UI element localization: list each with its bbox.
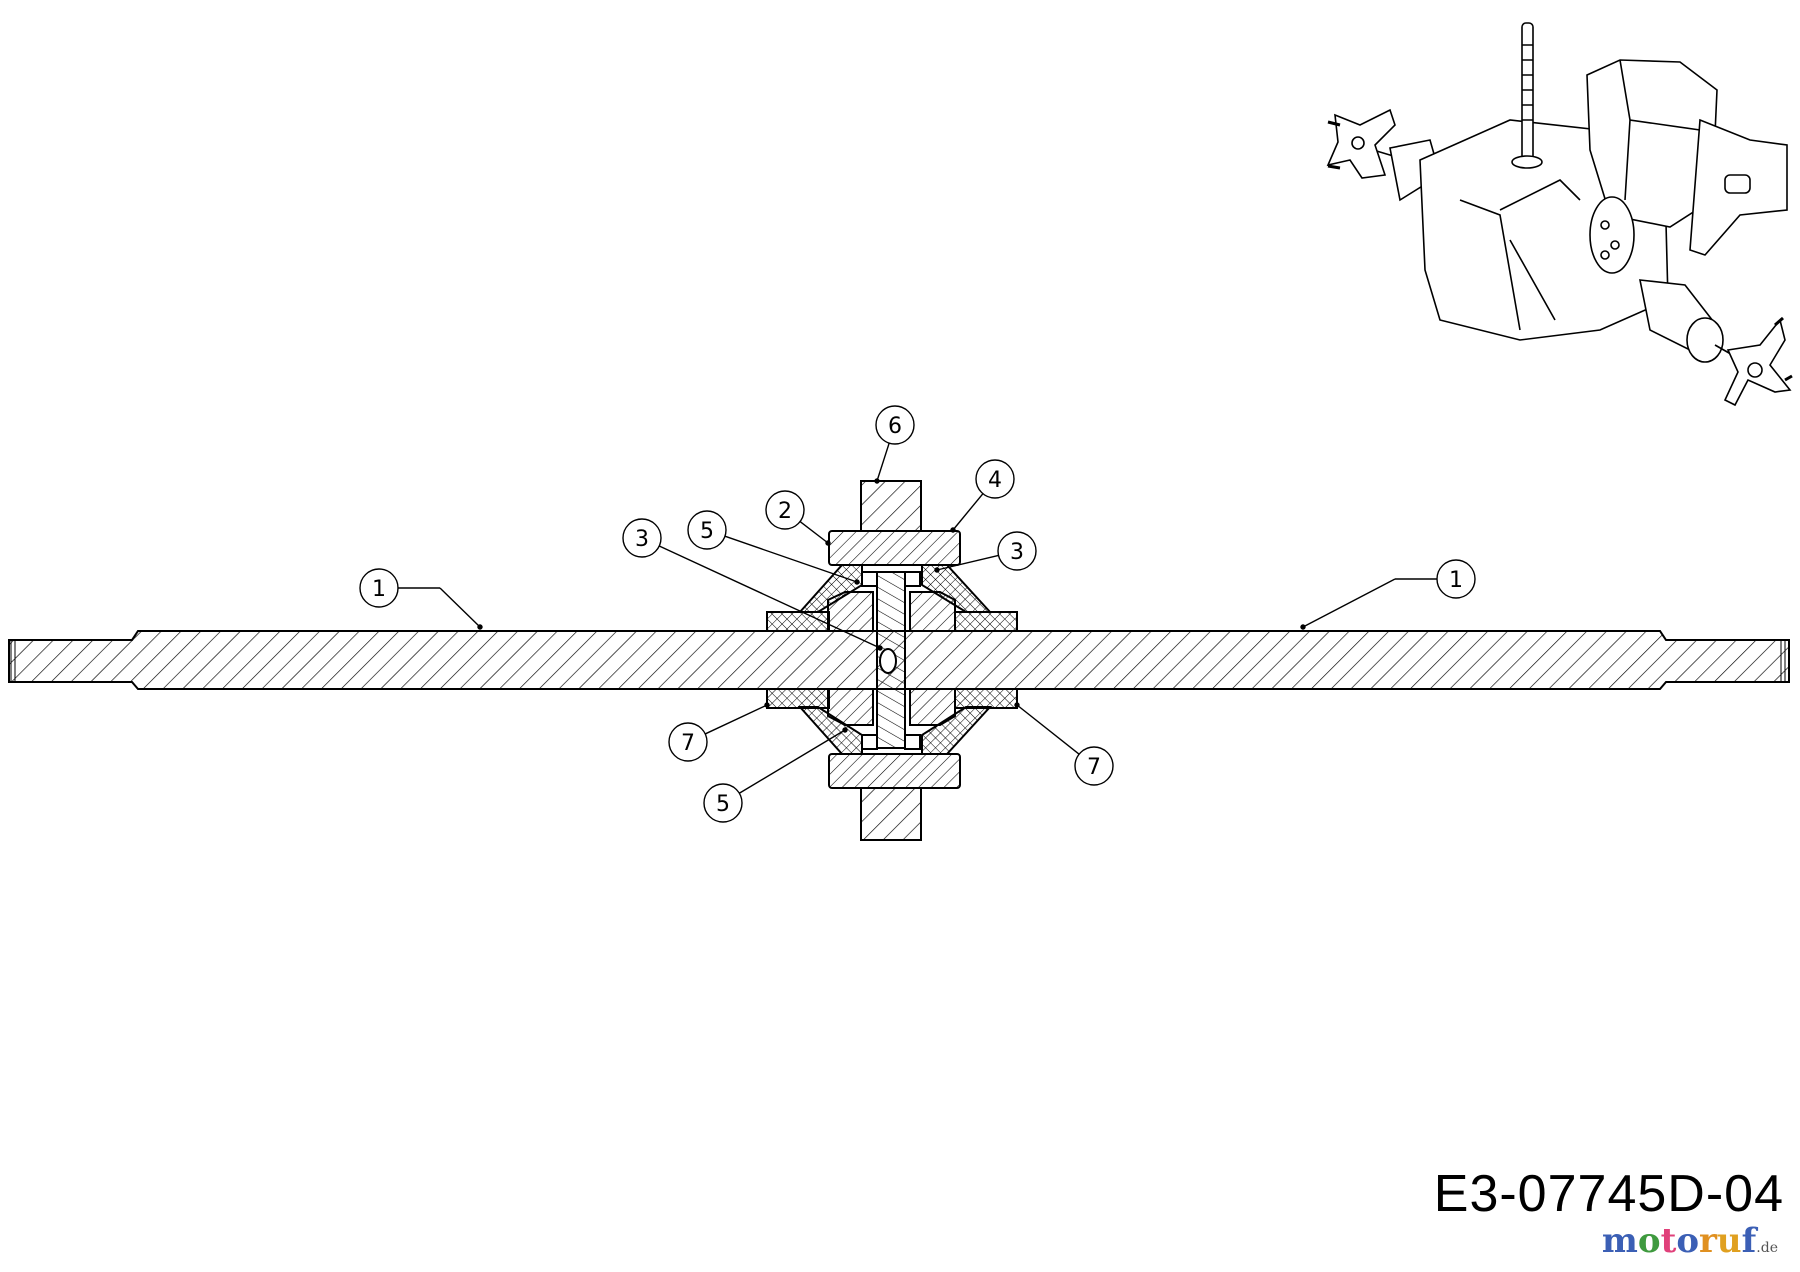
callout-number: 3: [635, 527, 649, 552]
ring-gear-top: [828, 530, 961, 566]
leader-line: [1016, 704, 1080, 755]
leader-line: [952, 493, 984, 531]
right-hub-flange: [1723, 318, 1792, 407]
callout-number: 2: [778, 499, 792, 524]
callout-circle: [622, 518, 662, 558]
callout-circle: [997, 531, 1037, 571]
transaxle-thumbnail: [1326, 22, 1793, 407]
callout-c5l: 5: [703, 727, 848, 823]
callout-c3r: 3: [934, 531, 1037, 573]
callout-circle: [975, 459, 1015, 499]
side-gear-left: [827, 591, 874, 632]
callout-circle: [875, 405, 915, 445]
watermark-letter: u: [1716, 1221, 1742, 1261]
callouts: 1 1 6 2 4 5 3 3 7 7 5: [359, 405, 1476, 823]
washer-top-left: [766, 611, 830, 632]
callout-c7r: 7: [1014, 702, 1114, 786]
washer-bottom-left: [766, 688, 830, 709]
shift-rod: [1521, 22, 1534, 164]
pinion-shaft-top: [860, 480, 922, 532]
callout-c1l: 1: [359, 568, 483, 630]
callout-circle: [668, 722, 708, 762]
callout-circle: [687, 510, 727, 550]
side-gear-left-bottom: [827, 688, 874, 726]
callout-c6: 6: [874, 405, 915, 484]
callout-number: 4: [988, 468, 1002, 493]
callout-circle: [359, 568, 399, 608]
callout-c2: 2: [765, 490, 831, 546]
roll-pin: [879, 648, 897, 674]
mounting-bracket: [1689, 118, 1788, 256]
differential-assembly: [766, 480, 1018, 841]
motoruf-watermark-logo: motoruf.de: [1602, 1221, 1778, 1268]
leader-line: [1302, 578, 1396, 628]
callout-c1r: 1: [1300, 559, 1476, 630]
washer-top-right: [954, 611, 1018, 632]
callout-number: 5: [716, 792, 730, 817]
leader-line: [658, 545, 881, 649]
callout-c3l: 3: [622, 518, 883, 651]
leader-line: [439, 587, 481, 628]
callout-number: 7: [1087, 755, 1101, 780]
callout-c5u: 5: [687, 510, 860, 585]
watermark-letter: o: [1637, 1221, 1661, 1261]
callout-circle: [1436, 559, 1476, 599]
callout-number: 1: [1449, 568, 1463, 593]
callout-c7l: 7: [668, 702, 770, 762]
watermark-tld: .de: [1756, 1240, 1778, 1256]
callout-circle: [703, 783, 743, 823]
leader-line: [704, 704, 768, 735]
drawing-code: E3-07745D-04: [1433, 1165, 1784, 1223]
callout-number: 1: [372, 577, 386, 602]
callout-circle: [765, 490, 805, 530]
callout-number: 7: [681, 731, 695, 756]
ring-gear-bottom: [828, 753, 961, 789]
watermark-letter: r: [1699, 1221, 1717, 1261]
callout-circle: [1074, 746, 1114, 786]
callout-number: 5: [700, 519, 714, 544]
callout-number: 3: [1010, 540, 1024, 565]
leader-line: [738, 729, 846, 794]
watermark-letter: f: [1741, 1221, 1757, 1261]
leader-line: [724, 535, 858, 583]
callout-c4: 4: [950, 459, 1015, 533]
side-gear-right: [909, 591, 956, 632]
leader-line: [936, 554, 999, 571]
leader-line: [876, 442, 890, 482]
callout-number: 6: [888, 414, 902, 439]
leader-line: [799, 521, 829, 544]
brake-disc: [1589, 196, 1635, 274]
watermark-letter: o: [1676, 1221, 1699, 1261]
watermark-letter: t: [1660, 1221, 1677, 1261]
pinion-shaft-bottom: [860, 787, 922, 841]
side-gear-right-bottom: [909, 688, 956, 726]
washer-bottom-right: [954, 688, 1018, 709]
watermark-letter: m: [1601, 1221, 1638, 1261]
